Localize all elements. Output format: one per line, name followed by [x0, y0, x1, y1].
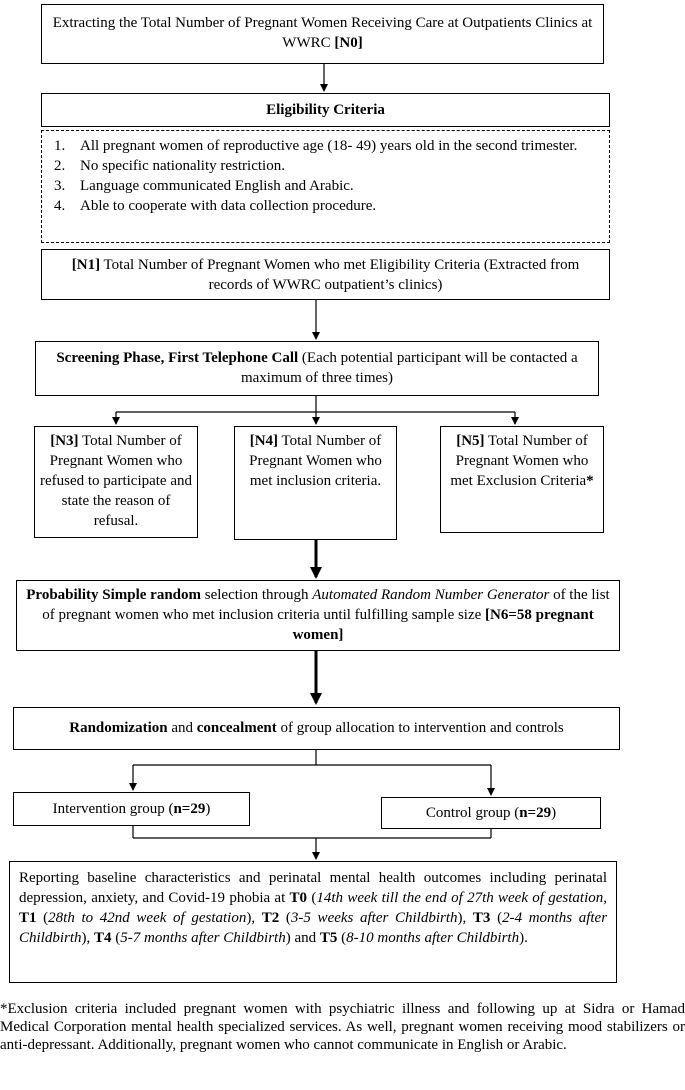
eligibility-criteria-box: 1.All pregnant women of reproductive age… [41, 130, 610, 243]
t1-label: T1 [19, 910, 37, 926]
footnote: *Exclusion criteria included pregnant wo… [0, 1001, 685, 1053]
t0-label: T0 [289, 890, 308, 906]
paren: ( [111, 930, 121, 946]
control-n: n=29 [519, 805, 552, 821]
t0-window: 14th week till the end of 27th week of g… [316, 890, 604, 906]
screening-text: (Each potential participant will be cont… [240, 350, 578, 386]
sep: and [290, 930, 320, 946]
paren: ( [490, 910, 503, 926]
n5-tag: [N5] [456, 433, 485, 449]
n6-italic-generator: Automated Random Number Generator [312, 587, 550, 603]
n5-box: [N5] Total Number of Pregnant Women who … [440, 426, 604, 533]
paren: ). [519, 930, 528, 946]
control-group-box: Control group (n=29) [381, 797, 601, 829]
paren: ) [81, 930, 87, 946]
n4-box: [N4] Total Number of Pregnant Women who … [234, 426, 397, 540]
n6-sample-size: [N6=58 pregnant women] [292, 607, 594, 643]
sep: , [603, 890, 607, 906]
sep: , [462, 910, 473, 926]
intervention-label: Intervention group ( [52, 801, 174, 817]
randomization-bold: Randomization [69, 720, 168, 736]
sep: , [251, 910, 262, 926]
n5-star: * [586, 473, 594, 489]
t3-window: 2-4 months after Childbirth [19, 910, 608, 946]
paren: ) [246, 910, 252, 926]
screening-box: Screening Phase, First Telephone Call (E… [35, 341, 599, 396]
criteria-list: 1.All pregnant women of reproductive age… [42, 136, 603, 216]
n1-tag: [N1] [71, 257, 101, 273]
reporting-box: Reporting baseline characteristics and p… [9, 861, 617, 983]
t2-window: 3-5 weeks after Childbirth [290, 910, 458, 926]
n3-text: Total Number of Pregnant Women who refus… [39, 433, 192, 529]
n4-tag: [N4] [249, 433, 279, 449]
paren: ( [36, 910, 49, 926]
criteria-item: 1.All pregnant women of reproductive age… [54, 138, 578, 154]
randomization-box: Randomization and concealment of group a… [13, 707, 620, 750]
paren: ( [307, 890, 317, 906]
randomization-text-1: and [167, 720, 197, 736]
t4-window: 5-7 months after Childbirth [120, 930, 286, 946]
t5-window: 8-10 months after Childbirth [346, 930, 520, 946]
paren: ) [457, 910, 463, 926]
n5-text: Total Number of Pregnant Women who met E… [450, 433, 589, 489]
n0-box: Extracting the Total Number of Pregnant … [41, 4, 604, 64]
control-close: ) [551, 805, 557, 821]
n1-text: Total Number of Pregnant Women who met E… [100, 257, 580, 293]
t3-label: T3 [472, 910, 491, 926]
n6-text-1: selection through [201, 587, 313, 603]
n0-text: Extracting the Total Number of Pregnant … [52, 15, 593, 51]
paren: ) [285, 930, 291, 946]
n6-box: Probability Simple random selection thro… [16, 580, 620, 651]
t5-label: T5 [319, 930, 338, 946]
sep: , [86, 930, 95, 946]
intervention-close: ) [205, 801, 211, 817]
control-label: Control group ( [425, 805, 520, 821]
t4-label: T4 [94, 930, 112, 946]
eligibility-title: Eligibility Criteria [266, 102, 385, 118]
randomization-text-2: of group allocation to intervention and … [276, 720, 564, 736]
eligibility-title-box: Eligibility Criteria [41, 93, 610, 127]
criteria-item: 4.Able to cooperate with data collection… [54, 198, 377, 214]
n4-text: Total Number of Pregnant Women who met i… [249, 433, 382, 489]
n6-bold-method: Probability Simple random [26, 587, 202, 603]
n1-box: [N1] Total Number of Pregnant Women who … [41, 249, 610, 300]
n3-tag: [N3] [50, 433, 79, 449]
criteria-item: 2.No specific nationality restriction. [54, 158, 285, 174]
n6-text-2: of the list of pregnant women who met in… [42, 587, 610, 623]
n3-box: [N3] Total Number of Pregnant Women who … [34, 426, 198, 538]
paren: ( [279, 910, 291, 926]
reporting-intro: Reporting baseline characteristics and p… [19, 870, 607, 906]
intervention-n: n=29 [173, 801, 206, 817]
concealment-bold: concealment [196, 720, 277, 736]
criteria-item: 3.Language communicated English and Arab… [54, 178, 354, 194]
screening-bold: Screening Phase, First Telephone Call [56, 350, 299, 366]
t2-label: T2 [261, 910, 280, 926]
t1-window: 28th to 42nd week of gestation [48, 910, 247, 926]
n0-tag: [N0] [334, 35, 363, 51]
paren: ( [337, 930, 347, 946]
intervention-group-box: Intervention group (n=29) [13, 792, 250, 826]
